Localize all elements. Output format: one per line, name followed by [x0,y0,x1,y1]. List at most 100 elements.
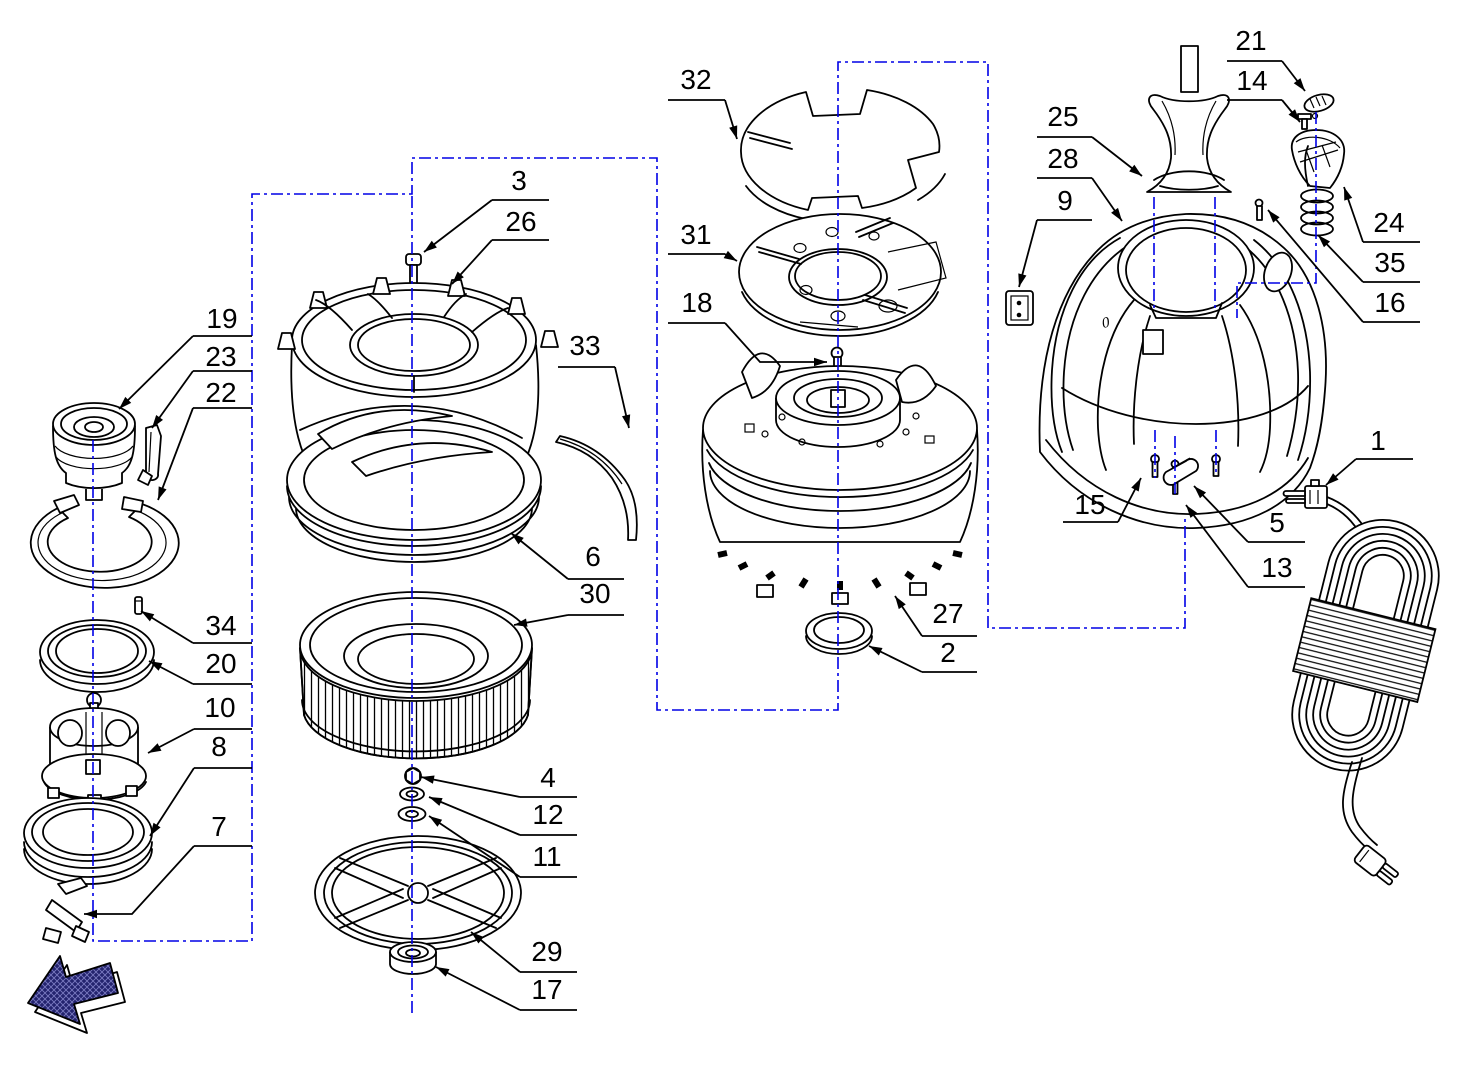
part-number-label: 11 [532,841,561,872]
callout-31: 31 [668,219,738,262]
part-number-label: 13 [1261,552,1292,583]
arrowhead-icon [511,533,524,545]
part-33-strip [555,435,638,541]
arrowhead-icon [514,618,528,627]
callout-21: 21 [1227,25,1306,92]
part-number-label: 5 [1269,507,1285,538]
part-10-motor [41,692,147,805]
part-number-label: 19 [206,303,237,334]
part-number-label: 35 [1374,247,1405,278]
direction-arrow [27,955,126,1034]
part-27-motor-housing [701,352,979,605]
callout-29: 29 [470,931,577,973]
part-number-label: 17 [531,974,562,1005]
part-14-pin [1297,112,1319,130]
arrowhead-icon [452,271,464,284]
part-number-label: 22 [205,377,236,408]
callout-1: 1 [1325,425,1413,486]
callout-13: 13 [1185,504,1305,588]
arrowhead-icon [471,932,484,944]
leader-line [1185,504,1249,588]
leader-line [118,335,194,410]
callout-3: 3 [423,165,549,253]
part-7-bracket [42,877,90,944]
part-number-label: 27 [932,598,963,629]
part-number-label: 34 [205,610,236,641]
part-number-label: 9 [1057,185,1073,216]
part-number-label: 7 [211,811,227,842]
callout-34: 34 [140,610,252,644]
arrowhead-icon [1194,486,1207,499]
part-number-label: 25 [1047,101,1078,132]
arrowhead-icon [869,646,883,656]
part-8-ring [23,797,153,885]
part-17-knob [389,941,437,975]
callout-11: 11 [428,815,577,878]
part-number-label: 20 [205,648,236,679]
part-35-spring [1300,188,1334,237]
part-number-label: 1 [1370,425,1386,456]
arrowhead-icon [1288,109,1300,122]
arrowhead-icon [1018,273,1027,287]
part-4-nut [404,767,422,785]
part-9-switch [1005,290,1034,326]
part-1-power-cord [1282,479,1440,886]
callout-5: 5 [1193,485,1305,543]
part-16-screw [1254,198,1264,221]
arrowhead-icon [814,357,827,367]
arrowhead-icon [150,822,161,836]
part-34-pin [134,596,143,615]
callout-6: 6 [510,532,624,580]
leader-line [428,815,521,878]
leader-line [428,796,521,836]
arrowhead-icon [1344,187,1353,201]
arrowhead-icon [723,250,737,261]
callout-15: 15 [1063,477,1142,523]
leader-line [423,199,493,253]
dome-mark: 0 [1101,315,1112,332]
leader-line [724,322,827,363]
arrowhead-icon [1318,235,1331,248]
arrowhead-icon [436,967,450,977]
arrowhead-icon [1131,478,1141,492]
part-number-label: 21 [1235,25,1266,56]
part-2-seal-ring [805,612,873,655]
part-29-spider-plate [314,835,522,951]
part-32-cover-plate [740,89,946,220]
leader-line [84,845,195,915]
callout-25: 25 [1037,101,1143,177]
part-number-label: 6 [585,541,601,572]
callout-28: 28 [1037,143,1123,222]
callout-9: 9 [1018,185,1092,288]
guide-line-5 [1236,112,1317,318]
part-number-label: 14 [1236,65,1267,96]
arrowhead-icon [84,909,97,919]
part-21-clip [1303,93,1335,113]
leader-line [149,767,195,837]
arrowhead-icon [421,775,435,784]
part-number-label: 30 [579,578,610,609]
callout-26: 26 [451,206,549,285]
leader-line [1267,209,1364,323]
part-number-label: 31 [680,219,711,250]
callout-19: 19 [118,303,252,410]
arrowhead-icon [1186,505,1198,518]
arrowhead-icon [149,661,163,671]
leader-line [435,966,521,1011]
part-25-handle-funnel [1146,45,1232,193]
parts-artwork: 0 [23,45,1440,1034]
arrowhead-icon [1293,78,1305,91]
part-number-label: 12 [532,799,563,830]
arrowhead-icon [152,414,164,428]
callout-32: 32 [668,64,738,140]
arrowhead-icon [158,486,167,500]
leader-line [420,776,521,798]
part-number-label: 18 [681,287,712,318]
callout-4: 4 [420,762,577,798]
part-number-label: 4 [540,762,556,793]
part-number-label: 16 [1374,287,1405,318]
arrowhead-icon [119,396,132,409]
part-number-label: 26 [505,206,536,237]
arrowhead-icon [1326,473,1339,485]
